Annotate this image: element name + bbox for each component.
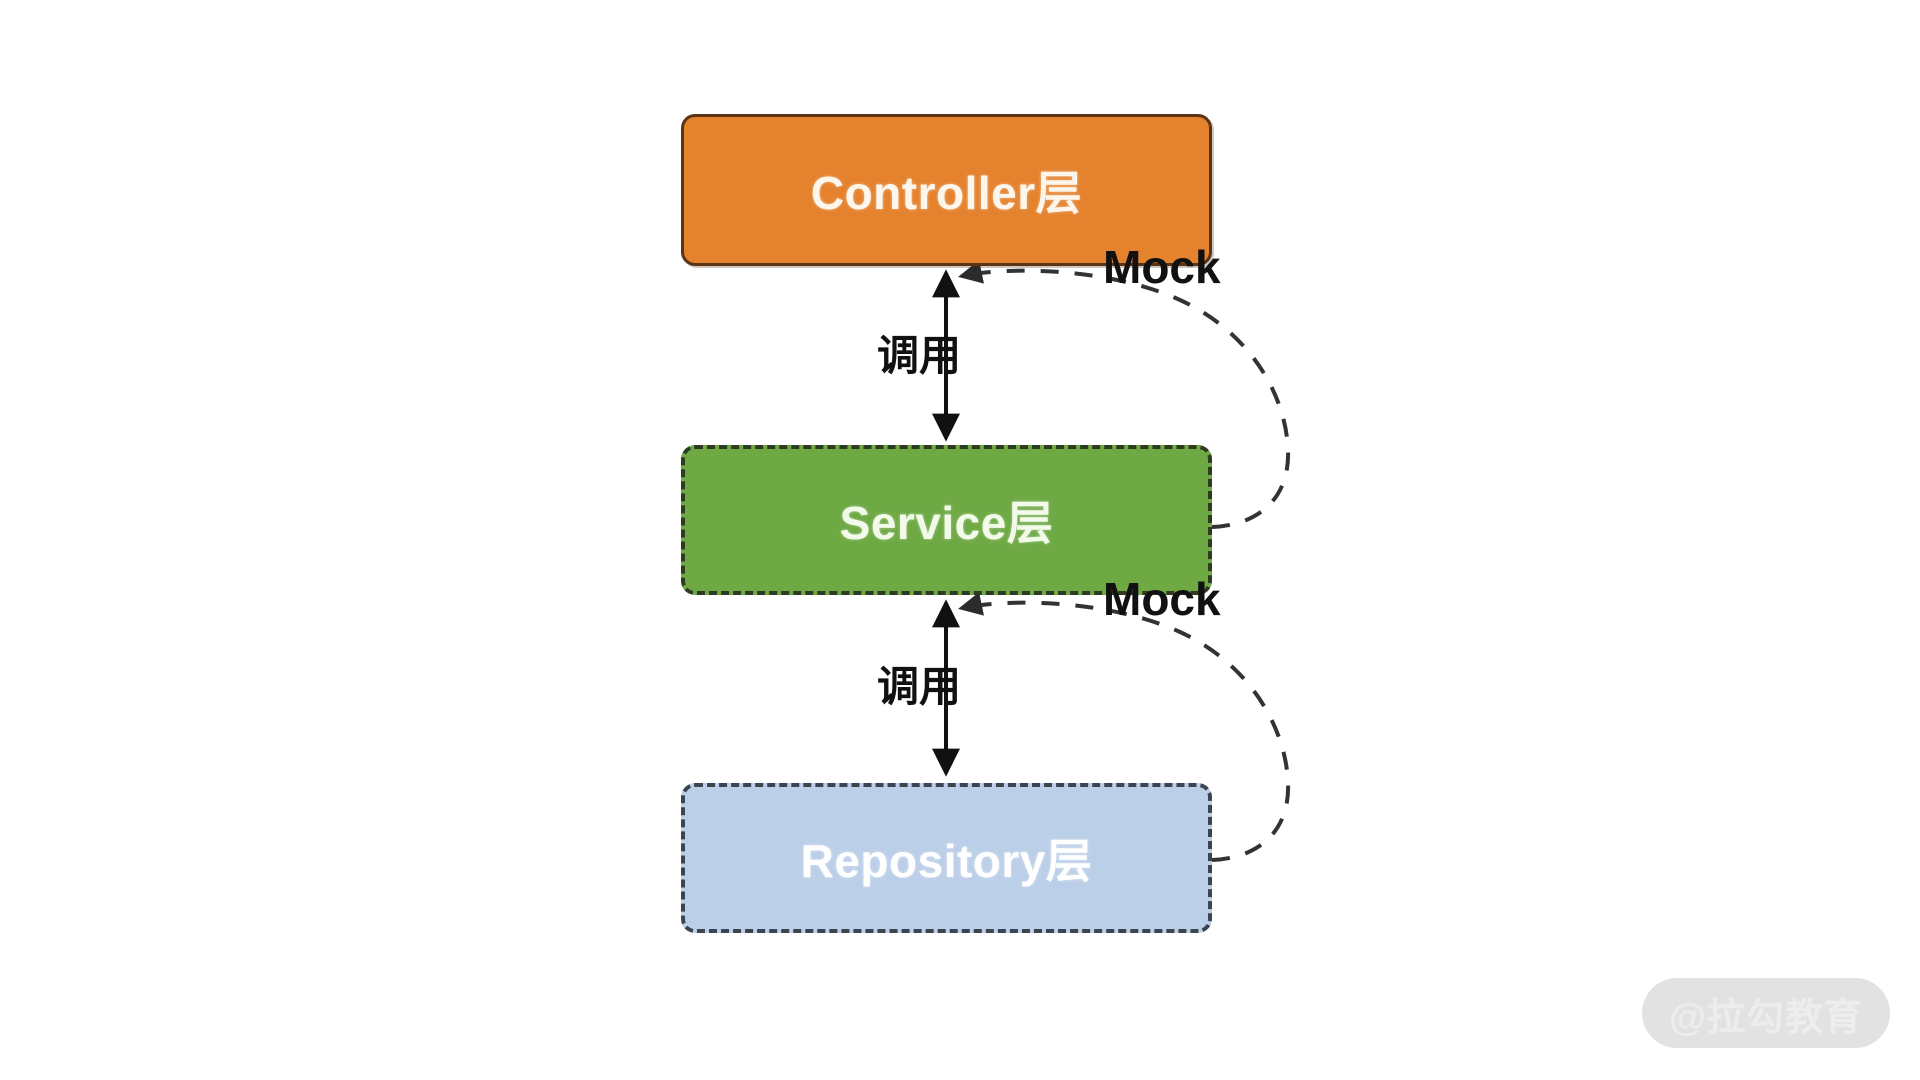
node-service-label: Service层 [839,497,1054,549]
node-controller-label: Controller层 [810,167,1083,219]
edge-label-call-service-repository: 调用 [877,663,962,710]
watermark-badge: @拉勾教育 [1642,978,1890,1048]
node-controller-layer[interactable]: Controller层 [681,114,1212,266]
watermark-text: @拉勾教育 [1668,996,1864,1039]
edge-label-mock-repository-service: Mock [1103,573,1221,625]
edge-label-mock-service-controller: Mock [1103,241,1221,293]
node-repository-layer[interactable]: Repository层 [681,783,1212,933]
edge-label-call-controller-service: 调用 [877,332,962,379]
node-repository-label: Repository层 [800,835,1093,887]
node-service-layer[interactable]: Service层 [681,445,1212,595]
